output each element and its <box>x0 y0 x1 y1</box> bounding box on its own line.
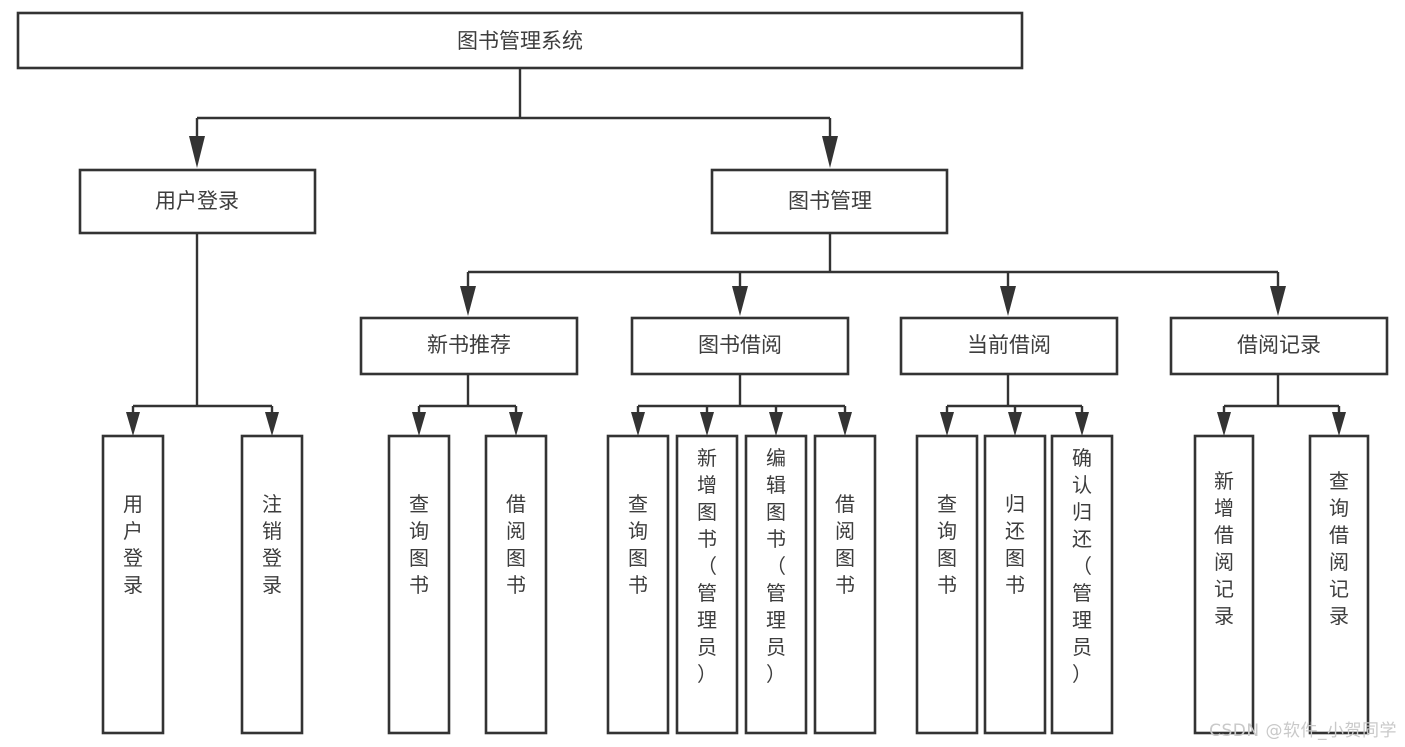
node-book-manage-label: 图书管理 <box>788 189 872 213</box>
node-leaf-borrow-book-2[interactable]: 借阅图书 <box>813 434 877 735</box>
arrowhead-leaf-add-record <box>1217 412 1231 436</box>
node-current-borrow-label: 当前借阅 <box>967 333 1051 357</box>
node-new-book-recommend[interactable]: 新书推荐 <box>359 316 579 376</box>
node-leaf-add-record-box[interactable] <box>1193 434 1255 735</box>
node-root-label: 图书管理系统 <box>457 29 583 53</box>
edge-group-borrow-record-to-leaves <box>1217 374 1346 436</box>
node-leaf-logout-login[interactable]: 注销登录 <box>240 434 304 735</box>
node-leaf-query-book-3-box[interactable] <box>915 434 979 735</box>
node-current-borrow-box[interactable] <box>899 316 1119 376</box>
node-leaf-add-book-box[interactable] <box>675 434 739 735</box>
node-leaf-logout-login-box[interactable] <box>240 434 304 735</box>
node-leaf-query-record[interactable]: 查询借阅记录 <box>1308 434 1370 735</box>
arrowhead-leaf-add-book <box>700 412 714 436</box>
arrowhead-leaf-confirm-return <box>1075 412 1089 436</box>
node-borrow-record[interactable]: 借阅记录 <box>1169 316 1389 376</box>
node-book-borrow-box[interactable] <box>630 316 850 376</box>
arrowhead-leaf-query-record <box>1332 412 1346 436</box>
node-leaf-query-book-1-box[interactable] <box>387 434 451 735</box>
node-borrow-record-label: 借阅记录 <box>1237 333 1321 357</box>
node-leaf-user-login-label: 用户登录 <box>123 492 143 597</box>
node-leaf-add-book-label: 新增图书（管理员） <box>697 446 717 686</box>
node-leaf-borrow-book-2-box[interactable] <box>813 434 877 735</box>
node-leaf-add-record-label: 新增借阅记录 <box>1214 469 1234 628</box>
node-leaf-return-book[interactable]: 归还图书 <box>983 434 1047 735</box>
csdn-watermark: CSDN @软件_小贺同学 <box>1209 721 1397 741</box>
arrowhead-user-login <box>189 136 205 168</box>
node-leaf-edit-book-box[interactable] <box>744 434 808 735</box>
node-leaf-borrow-book-1-label: 借阅图书 <box>506 492 526 597</box>
arrowhead-leaf-user-login <box>126 412 140 436</box>
node-user-login-label: 用户登录 <box>155 189 239 213</box>
node-leaf-return-book-box[interactable] <box>983 434 1047 735</box>
node-leaf-query-record-box[interactable] <box>1308 434 1370 735</box>
node-leaf-confirm-return-label: 确认归还（管理员） <box>1072 446 1092 686</box>
node-current-borrow[interactable]: 当前借阅 <box>899 316 1119 376</box>
node-leaf-edit-book[interactable]: 编辑图书（管理员） <box>744 434 808 735</box>
node-leaf-query-book-2[interactable]: 查询图书 <box>606 434 670 735</box>
node-root-box[interactable] <box>16 11 1024 70</box>
node-leaf-edit-book-label: 编辑图书（管理员） <box>766 446 786 686</box>
node-borrow-record-box[interactable] <box>1169 316 1389 376</box>
node-root[interactable]: 图书管理系统 <box>16 11 1024 70</box>
node-leaf-return-book-label: 归还图书 <box>1005 492 1025 597</box>
arrowhead-leaf-borrow-book-2 <box>838 412 852 436</box>
node-leaf-confirm-return-box[interactable] <box>1050 434 1114 735</box>
arrowhead-leaf-query-book-2 <box>631 412 645 436</box>
edge-group-book-manage-to-level3 <box>460 234 1286 316</box>
edge-group-current-borrow-to-leaves <box>940 374 1089 436</box>
arrowhead-leaf-return-book <box>1008 412 1022 436</box>
node-book-borrow[interactable]: 图书借阅 <box>630 316 850 376</box>
node-leaf-add-record[interactable]: 新增借阅记录 <box>1193 434 1255 735</box>
arrowhead-book-borrow <box>732 286 748 316</box>
node-new-book-recommend-label: 新书推荐 <box>427 333 511 357</box>
arrowhead-leaf-edit-book <box>769 412 783 436</box>
arrowhead-leaf-borrow-book-1 <box>509 412 523 436</box>
node-leaf-query-book-1-label: 查询图书 <box>409 492 429 597</box>
node-leaf-user-login-box[interactable] <box>101 434 165 735</box>
arrowhead-leaf-query-book-3 <box>940 412 954 436</box>
node-new-book-recommend-box[interactable] <box>359 316 579 376</box>
node-leaf-query-book-2-box[interactable] <box>606 434 670 735</box>
arrowhead-new-book-recommend <box>460 286 476 316</box>
node-leaf-query-book-2-label: 查询图书 <box>628 492 648 597</box>
node-book-borrow-label: 图书借阅 <box>698 333 782 357</box>
edge-group-user-login-to-leaves <box>126 234 279 436</box>
node-leaf-user-login[interactable]: 用户登录 <box>101 434 165 735</box>
node-book-manage[interactable]: 图书管理 <box>710 168 949 235</box>
arrowhead-leaf-query-book-1 <box>412 412 426 436</box>
node-leaf-query-book-1[interactable]: 查询图书 <box>387 434 451 735</box>
node-leaf-borrow-book-1-box[interactable] <box>484 434 548 735</box>
arrowhead-current-borrow <box>1000 286 1016 316</box>
edge-group-root-to-level2 <box>189 68 838 168</box>
node-leaf-borrow-book-1[interactable]: 借阅图书 <box>484 434 548 735</box>
node-leaf-confirm-return[interactable]: 确认归还（管理员） <box>1050 434 1114 735</box>
node-leaf-borrow-book-2-label: 借阅图书 <box>835 492 855 597</box>
node-user-login-box[interactable] <box>78 168 317 235</box>
node-leaf-query-book-3-label: 查询图书 <box>937 492 957 597</box>
node-user-login[interactable]: 用户登录 <box>78 168 317 235</box>
edge-group-new-book-recommend-to-leaves <box>412 374 523 436</box>
node-leaf-query-book-3[interactable]: 查询图书 <box>915 434 979 735</box>
node-book-manage-box[interactable] <box>710 168 949 235</box>
node-leaf-logout-login-label: 注销登录 <box>262 492 282 597</box>
arrowhead-leaf-logout-login <box>265 412 279 436</box>
node-leaf-add-book[interactable]: 新增图书（管理员） <box>675 434 739 735</box>
arrowhead-borrow-record <box>1270 286 1286 316</box>
node-leaf-query-record-label: 查询借阅记录 <box>1329 469 1349 628</box>
arrowhead-book-manage <box>822 136 838 168</box>
edge-group-book-borrow-to-leaves <box>631 374 852 436</box>
